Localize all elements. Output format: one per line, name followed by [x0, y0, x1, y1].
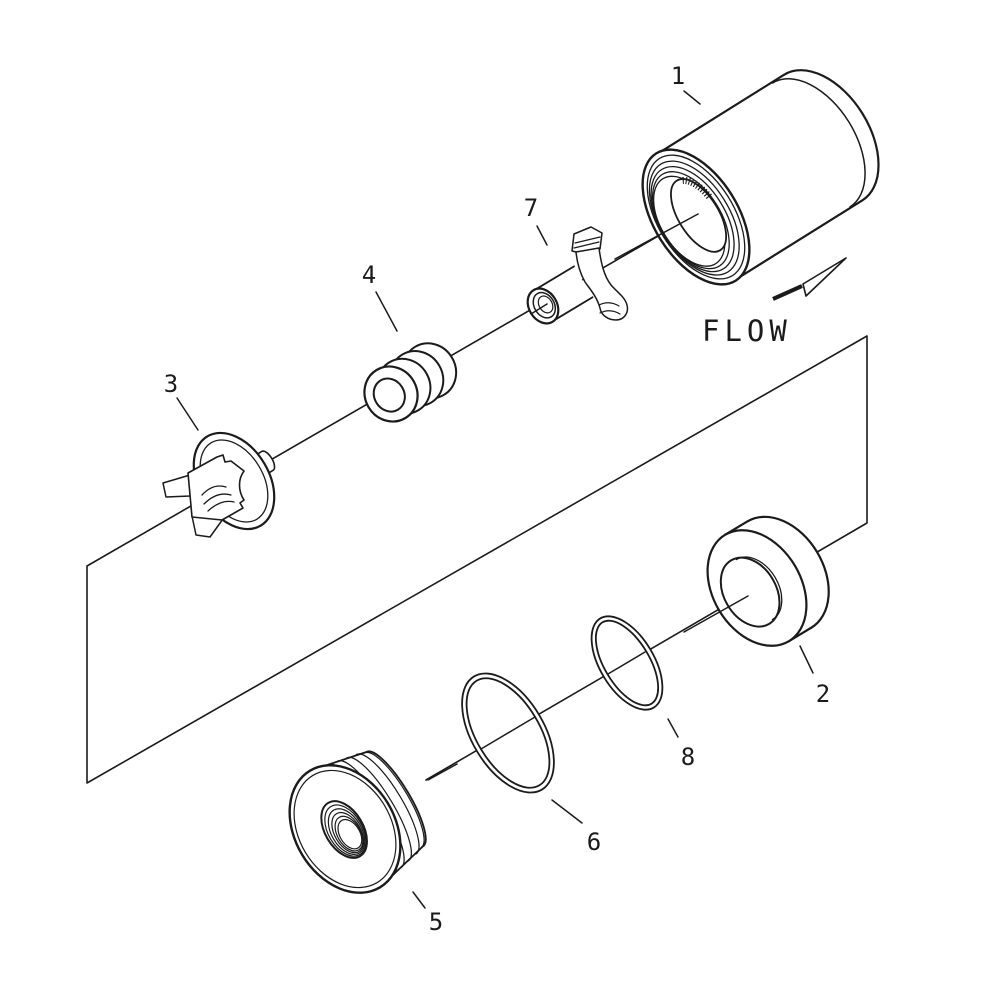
seat-ring-bore-arc [735, 556, 783, 621]
valve-body-bore [670, 178, 728, 253]
clip-hook-band-2 [599, 310, 621, 315]
axis-into-stem-bore [530, 303, 548, 315]
axis-through-seat-ring [683, 595, 749, 633]
clip-tab-line-1 [574, 236, 601, 244]
axis-into-end-cap [427, 763, 458, 781]
callout-4-leader [375, 291, 398, 332]
part-stem-guide-fitting [526, 226, 629, 325]
clip-hook-band-1 [598, 302, 620, 307]
callout-3-leader [176, 397, 199, 431]
callout-7: 7 [524, 194, 538, 222]
part-poppet [162, 431, 276, 538]
end-cap-hole-thread-2 [327, 808, 366, 855]
part-end-cap [288, 750, 458, 894]
stem-cylinder-sides [532, 265, 594, 323]
end-cap-hole-thread-5 [337, 818, 363, 850]
poppet-left-fin [162, 474, 191, 498]
callouts: 1 2 3 4 5 6 7 8 [164, 62, 830, 936]
poppet-face-curve-2 [203, 493, 232, 505]
callout-2-leader [799, 645, 814, 674]
end-cap-thread-arc-3 [346, 756, 412, 862]
axis-through-small-o-ring [607, 651, 646, 675]
spring-front-opening [372, 377, 406, 413]
part-large-o-ring [461, 672, 555, 794]
callout-1: 1 [671, 62, 685, 90]
flow-arrow-head [802, 257, 847, 297]
flow-arrow-shaft [772, 284, 803, 301]
callout-3: 3 [164, 370, 178, 398]
callout-5-leader [412, 891, 426, 909]
valve-body-bore-hatch [682, 177, 713, 200]
poppet-face-curve-3 [207, 500, 235, 512]
callout-5: 5 [429, 908, 443, 936]
callout-4: 4 [362, 261, 376, 289]
callout-7-leader [536, 225, 548, 246]
callout-6-leader [551, 799, 583, 824]
callout-6: 6 [587, 828, 601, 856]
callout-2: 2 [816, 680, 830, 708]
poppet-face-curve-1 [201, 485, 227, 496]
end-cap-thread-arc-5 [364, 751, 425, 848]
seat-ring-hole [719, 556, 781, 628]
end-cap-thread-arc-4 [355, 753, 420, 855]
callout-8-leader [667, 718, 679, 738]
callout-8: 8 [681, 743, 695, 771]
clip-arm [575, 247, 629, 321]
part-small-o-ring [590, 615, 664, 711]
callout-1-leader [683, 90, 701, 105]
axis-into-body-bore [614, 213, 699, 260]
flow-label: FLOW [702, 314, 792, 348]
part-valve-body [614, 69, 880, 286]
flow-indicator: FLOW [702, 257, 847, 348]
valve-body-rim-line [646, 154, 746, 280]
poppet-guide-face [187, 454, 245, 521]
part-seat-ring [683, 515, 830, 647]
end-cap-hole-thread-3 [331, 811, 365, 854]
part-spring [363, 342, 458, 423]
end-cap-face-rim [293, 769, 397, 889]
end-cap-hole-thread-1 [324, 804, 367, 857]
axis-through-large-o-ring [480, 716, 536, 750]
end-cap-hole-thread-4 [334, 815, 364, 852]
clip-tab-line-2 [573, 241, 600, 249]
